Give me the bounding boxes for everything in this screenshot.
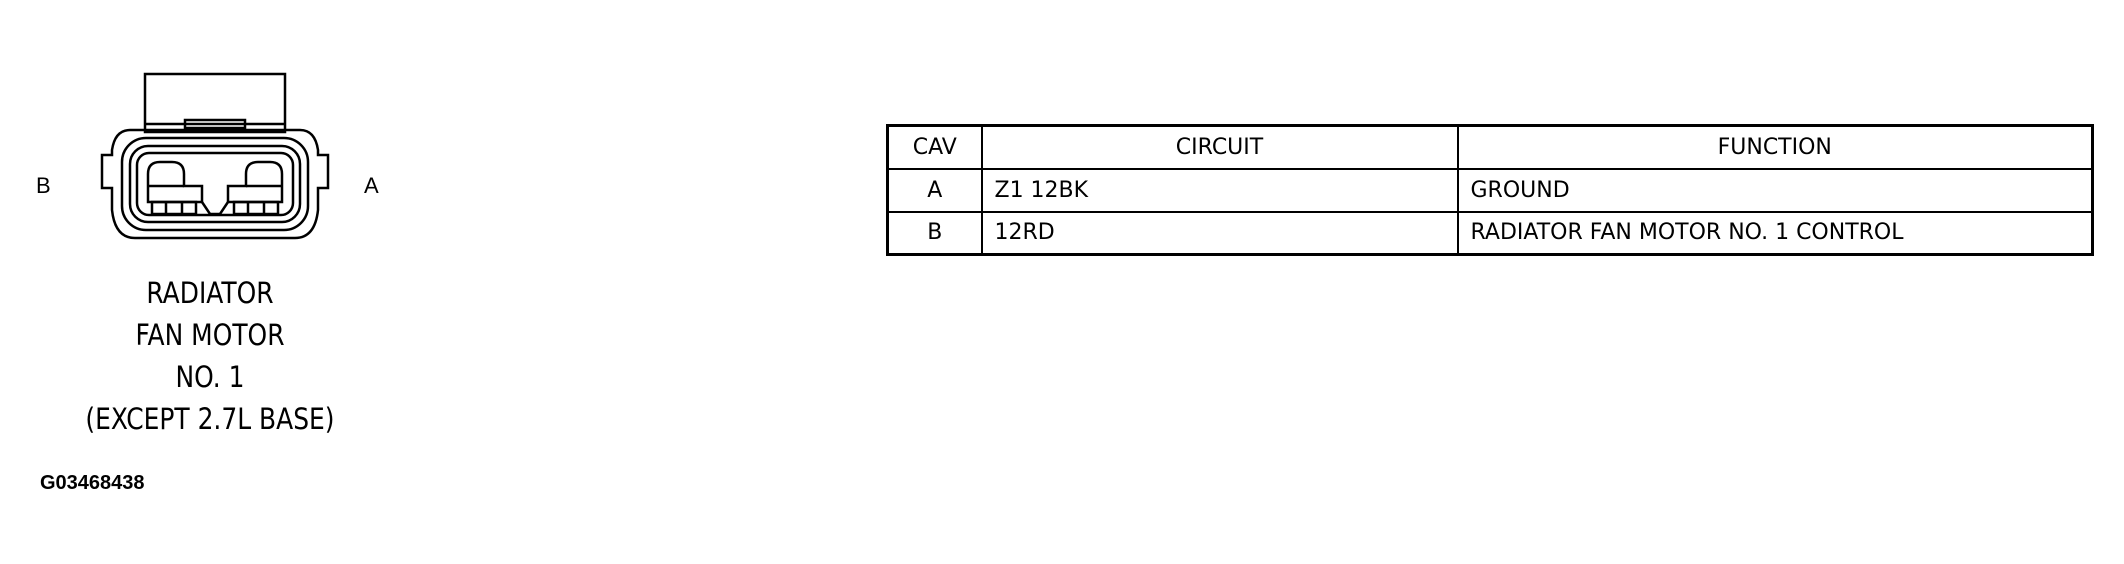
connector-drawing-icon bbox=[100, 72, 330, 240]
table-row: A Z1 12BK GROUND bbox=[886, 167, 2094, 213]
caption-line: FAN MOTOR bbox=[135, 318, 285, 352]
header-function: FUNCTION bbox=[1456, 124, 2094, 170]
table-header-row: CAV CIRCUIT FUNCTION bbox=[886, 124, 2094, 170]
caption-line: RADIATOR bbox=[146, 276, 274, 310]
caption-line: (EXCEPT 2.7L BASE) bbox=[85, 402, 335, 436]
cell-circuit: 12RD bbox=[980, 210, 1459, 256]
table-row: B 12RD RADIATOR FAN MOTOR NO. 1 CONTROL bbox=[886, 210, 2094, 256]
connector-caption: RADIATOR FAN MOTOR NO. 1 (EXCEPT 2.7L BA… bbox=[64, 272, 356, 440]
cell-circuit: Z1 12BK bbox=[980, 167, 1459, 213]
header-cav: CAV bbox=[886, 124, 983, 170]
pin-label-b: B bbox=[36, 173, 51, 198]
cell-function: RADIATOR FAN MOTOR NO. 1 CONTROL bbox=[1456, 210, 2094, 256]
pin-label-a: A bbox=[364, 173, 379, 198]
figure-id: G03468438 bbox=[40, 472, 145, 494]
cell-function: GROUND bbox=[1456, 167, 2094, 213]
caption-line: NO. 1 bbox=[175, 360, 245, 394]
cell-cav: A bbox=[886, 167, 983, 213]
header-circuit: CIRCUIT bbox=[980, 124, 1459, 170]
cell-cav: B bbox=[886, 210, 983, 256]
pin-table: CAV CIRCUIT FUNCTION A Z1 12BK GROUND B … bbox=[886, 124, 2094, 256]
